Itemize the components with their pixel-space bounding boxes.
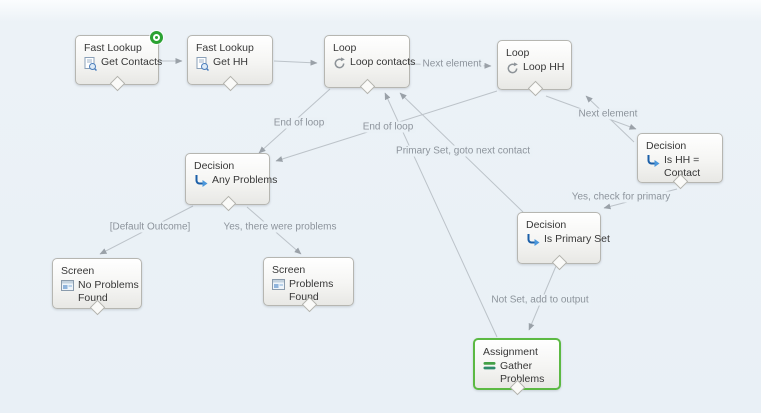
node-type-label: Assignment [483, 346, 538, 358]
node-name: Is Primary Set [544, 233, 610, 245]
node-type-label: Screen [61, 265, 95, 277]
node-type-label: Loop [333, 42, 357, 54]
node-name: Any Problems [212, 174, 278, 186]
node-name: Loop HH [523, 61, 565, 73]
decision-icon [194, 175, 208, 188]
node-name: Get HH [213, 56, 249, 68]
node-type-label: Fast Lookup [84, 42, 142, 54]
node-name: Gather Problems [500, 360, 545, 385]
connector-label-primary-set-goto-next-contact[interactable]: Primary Set, goto next contact [394, 145, 532, 157]
node-name: No Problems Found [78, 279, 139, 304]
flow-node-is-primary-set[interactable]: Decision Is Primary Set [517, 212, 610, 271]
flow-node-get-hh[interactable]: Fast Lookup Get HH [187, 35, 273, 92]
connector-label-next-element-1[interactable]: Next element [420, 58, 484, 70]
node-name: Is HH = Contact [664, 154, 701, 179]
flow-node-gather-problems[interactable]: Assignment Gather Problems [473, 338, 561, 396]
fast-lookup-icon [196, 57, 210, 72]
connector-label-next-element-2[interactable]: Next element [576, 108, 640, 120]
screen-icon [272, 279, 285, 290]
start-element-badge [150, 31, 163, 44]
node-name: Loop contacts [350, 56, 416, 68]
connector-gather-problems-to-loop-contacts[interactable] [384, 92, 498, 338]
flow-node-loop-contacts[interactable]: Loop Loop contacts [324, 35, 415, 95]
node-type-label: Screen [272, 264, 306, 276]
connector-label-end-of-loop-1[interactable]: End of loop [271, 117, 327, 129]
decision-icon [646, 155, 660, 168]
flow-node-no-problems-found[interactable]: Screen No Problems Found [52, 258, 142, 316]
flow-node-problems-found[interactable]: Screen Problems Found [263, 257, 354, 313]
decision-icon [526, 234, 540, 247]
flow-node-get-contacts[interactable]: Fast Lookup Get Contacts [75, 31, 163, 92]
flow-node-is-hh-contact[interactable]: Decision Is HH = Contact [637, 133, 723, 190]
screen-icon [61, 280, 74, 291]
flow-node-any-problems[interactable]: Decision Any Problems [185, 153, 277, 212]
assignment-icon [483, 361, 496, 371]
node-type-label: Loop [506, 47, 530, 59]
flow-node-loop-hh[interactable]: Loop Loop HH [497, 40, 572, 97]
node-type-label: Decision [526, 219, 567, 231]
node-type-label: Decision [194, 160, 235, 172]
connector-get-hh-to-loop-contacts[interactable] [273, 59, 318, 66]
connector-label-default-outcome[interactable]: [Default Outcome] [107, 221, 193, 233]
node-type-label: Fast Lookup [196, 42, 254, 54]
connector-label-end-of-loop-2[interactable]: End of loop [360, 121, 416, 133]
connector-label-yes-check-for-primary[interactable]: Yes, check for primary [569, 191, 673, 203]
connector-label-yes-there-were-problems[interactable]: Yes, there were problems [221, 221, 339, 233]
node-type-label: Decision [646, 140, 687, 152]
loop-icon [333, 57, 346, 70]
connector-label-not-set-add-to-output[interactable]: Not Set, add to output [489, 294, 591, 306]
node-name: Get Contacts [101, 56, 163, 68]
loop-icon [506, 62, 519, 75]
fast-lookup-icon [84, 57, 98, 72]
